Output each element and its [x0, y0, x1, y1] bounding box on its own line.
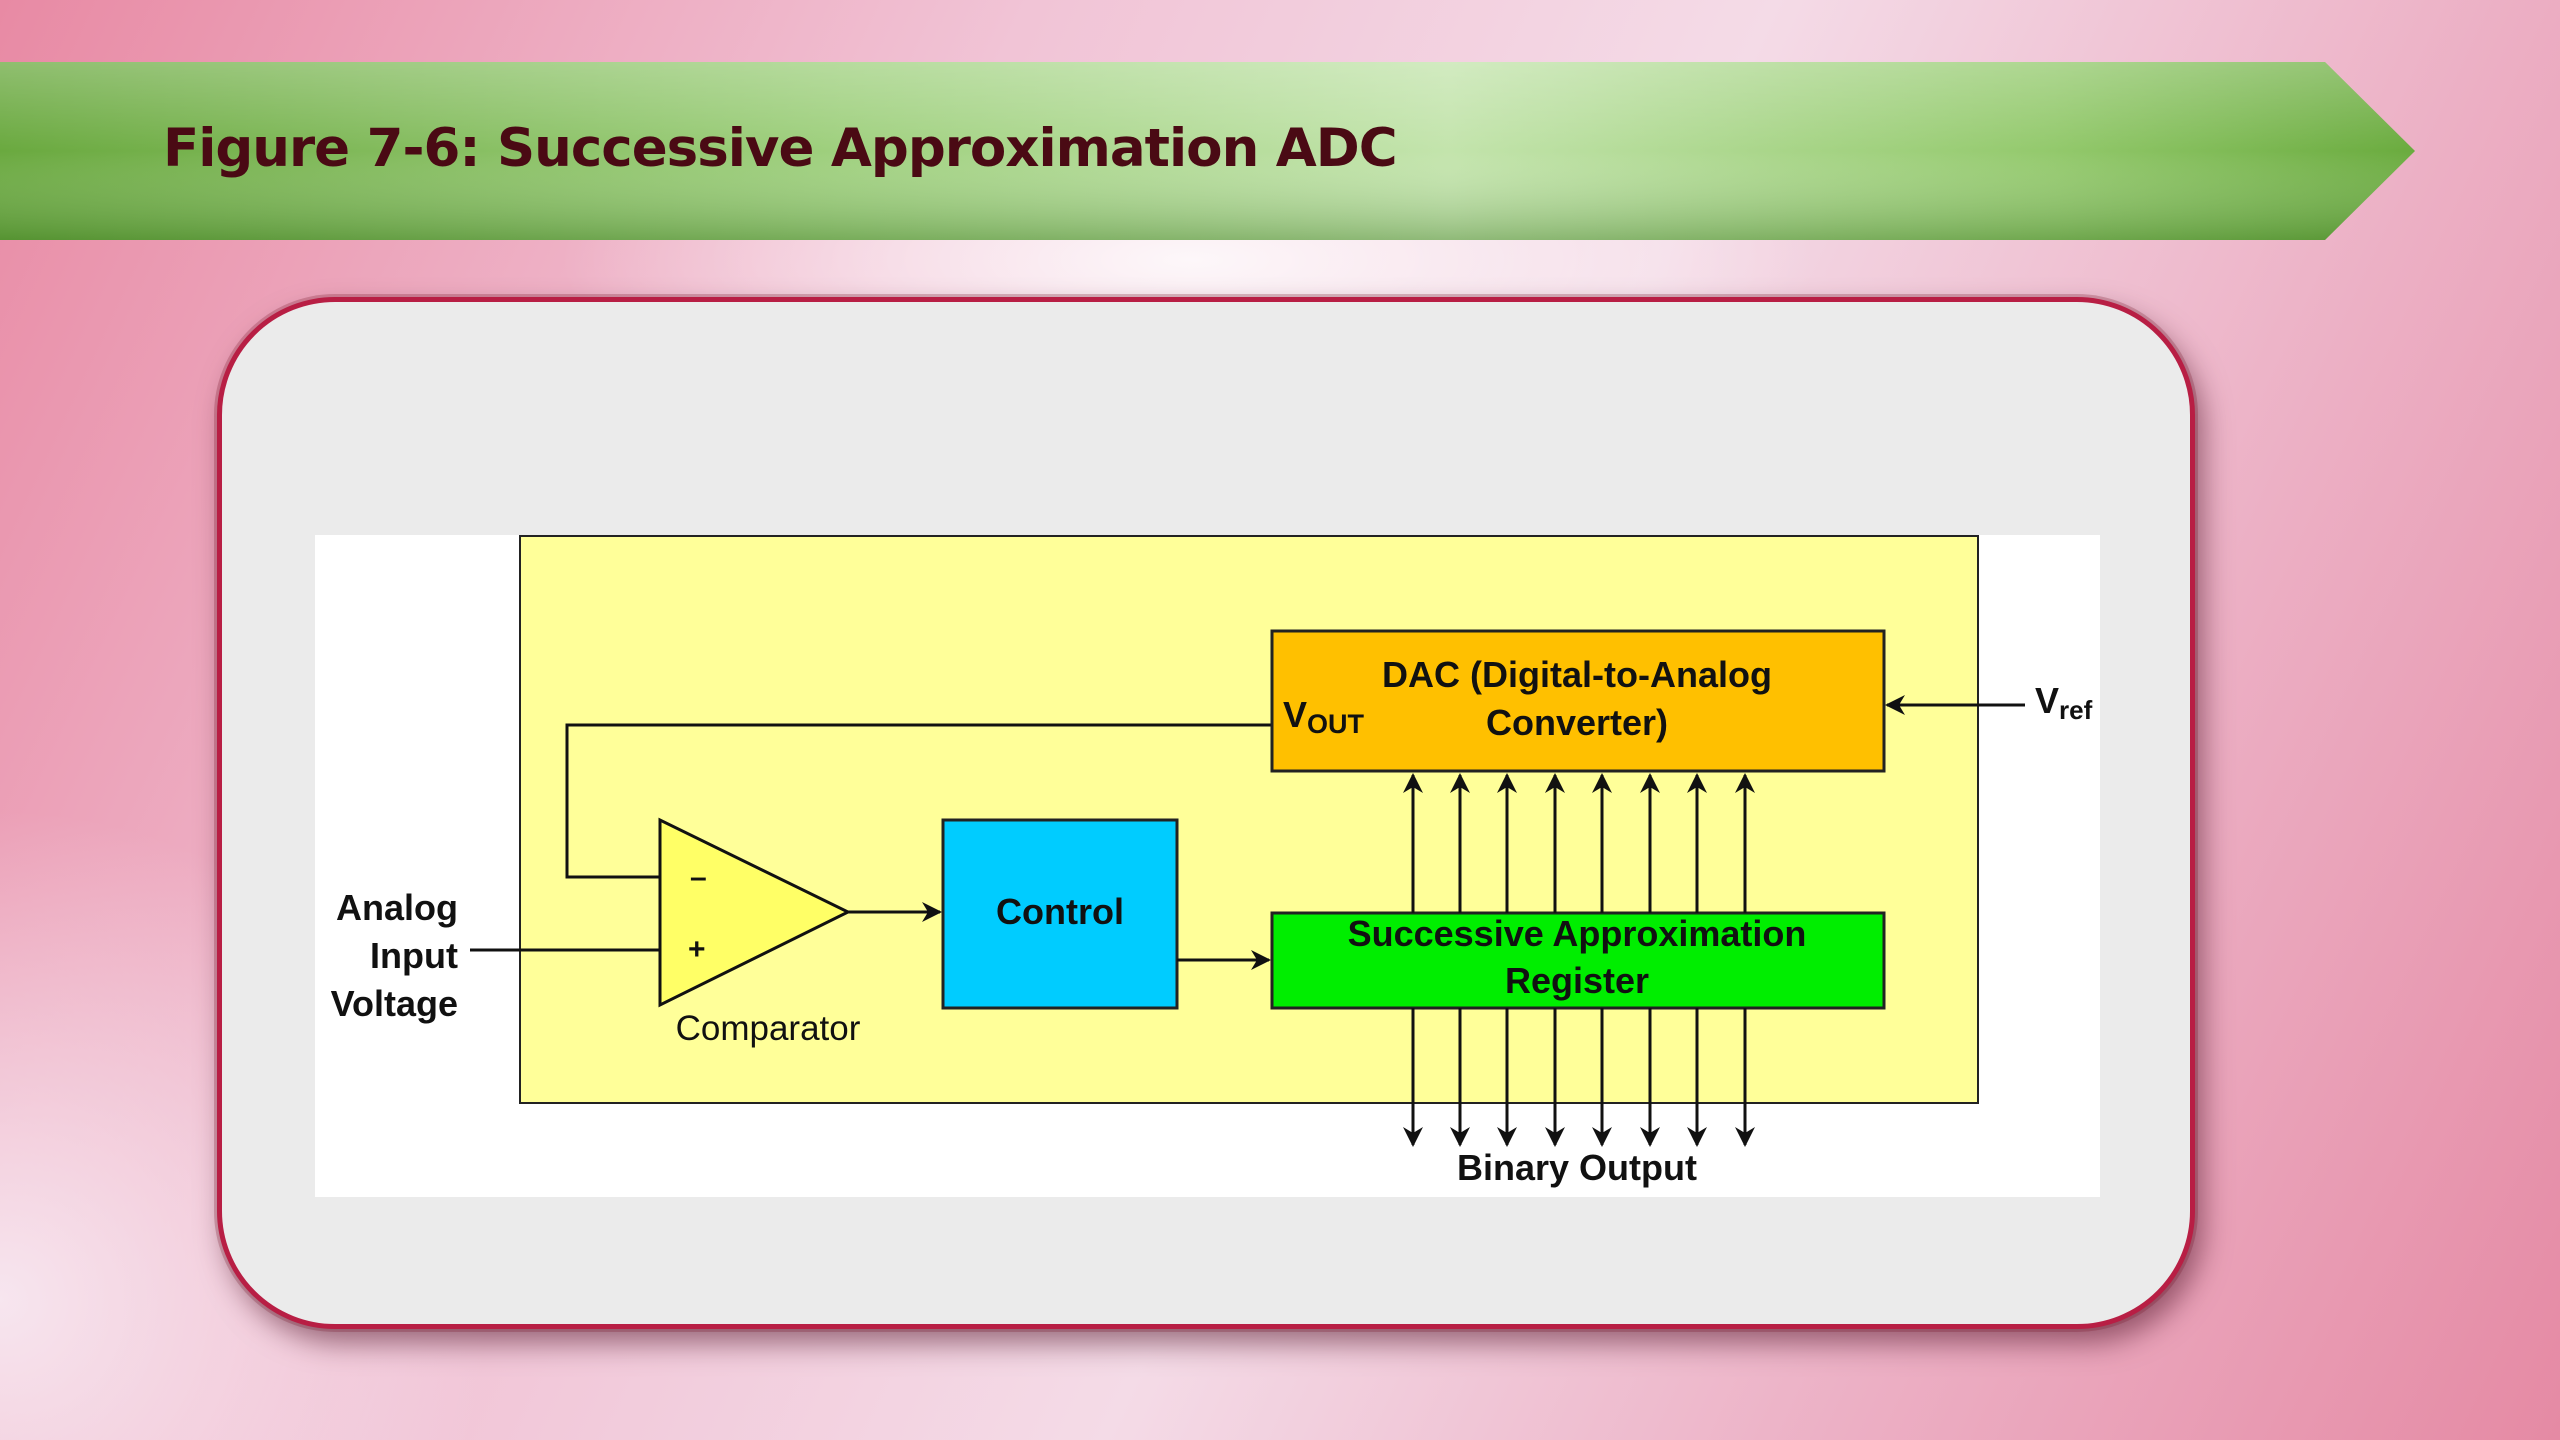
- control-label: Control: [996, 891, 1124, 932]
- control-block: [941, 818, 1179, 1010]
- vout-main: V: [1283, 694, 1307, 735]
- vref-subscript: ref: [2059, 695, 2093, 725]
- vref-main: V: [2035, 680, 2059, 721]
- sar-block: [1270, 911, 1886, 1010]
- adc-block-diagram: – + Comparator Control DAC (Digital-to-A…: [315, 535, 2100, 1197]
- feedback-wire: [565, 723, 1272, 879]
- dac-block: [1270, 629, 1886, 773]
- analog-input-label-line-3: Voltage: [331, 983, 458, 1024]
- comparator-minus-sign: –: [690, 861, 707, 894]
- analog-input-label-line-2: Input: [370, 935, 458, 976]
- slide-title: Figure 7-6: Successive Approximation ADC: [163, 118, 1398, 179]
- dac-label-line-1: DAC (Digital-to-Analog: [1382, 654, 1772, 695]
- vout-subscript: OUT: [1307, 709, 1365, 739]
- dac-label-line-2: Converter): [1486, 702, 1668, 743]
- comparator-label: Comparator: [676, 1009, 861, 1048]
- sar-label-line-1: Successive Approximation: [1348, 913, 1807, 954]
- analog-input-label-line-1: Analog: [336, 887, 458, 928]
- comparator-plus-sign: +: [688, 933, 706, 966]
- title-banner: [0, 62, 2415, 240]
- binary-output-bus: [1403, 1008, 1755, 1147]
- sar-to-dac-bus: [1403, 773, 1755, 913]
- vref-label: Vref: [2035, 680, 2093, 725]
- dac-vout-label: VOUT: [1283, 694, 1365, 739]
- sar-label-line-2: Register: [1505, 960, 1649, 1001]
- binary-output-label: Binary Output: [1457, 1147, 1697, 1188]
- comparator-symbol: [658, 817, 852, 1008]
